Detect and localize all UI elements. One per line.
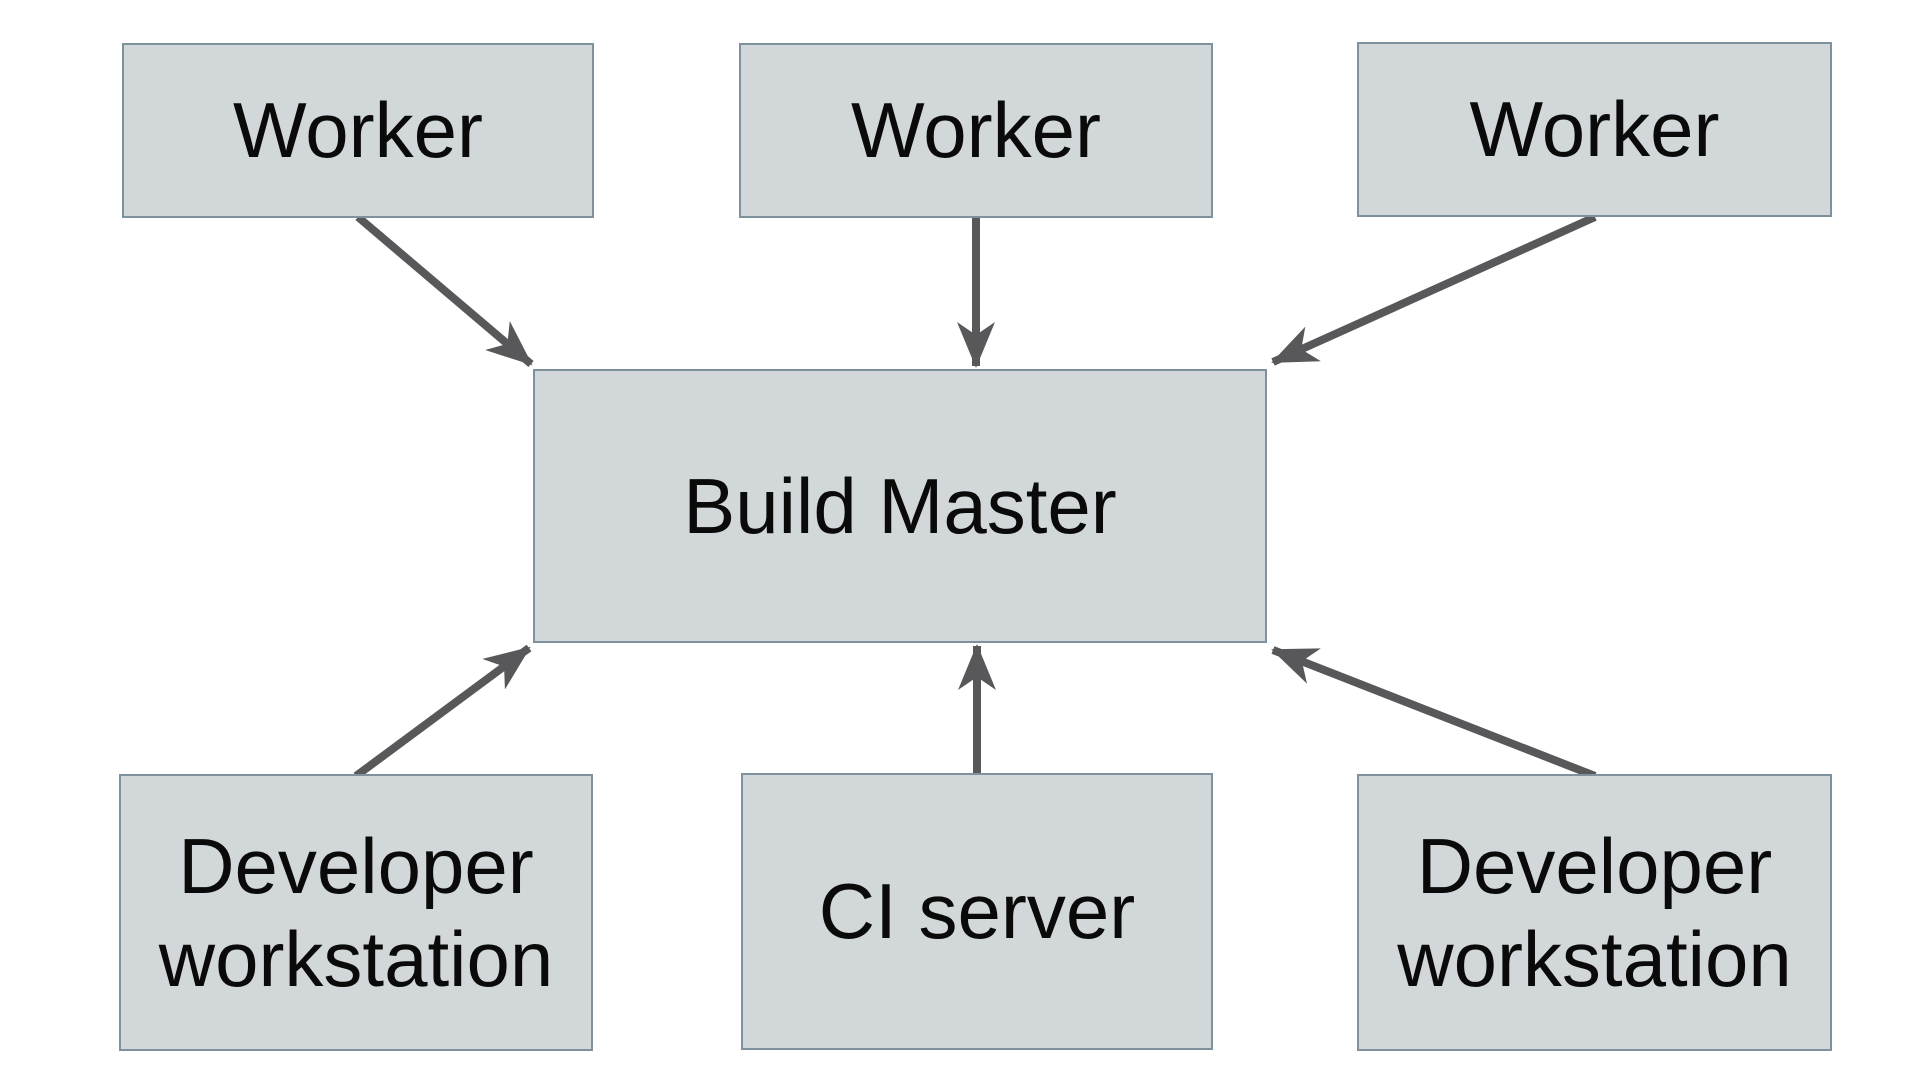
- edge-worker-1-to-build-master: [355, 213, 534, 368]
- node-developer-workstation-1-label: Developer workstation: [158, 821, 554, 1003]
- node-worker-1: Worker: [122, 43, 594, 218]
- node-developer-workstation-1: Developer workstation: [119, 774, 593, 1051]
- edge-developer-workstation-2-to-build-master: [1271, 646, 1597, 780]
- node-worker-1-label: Worker: [233, 86, 483, 175]
- node-worker-2: Worker: [739, 43, 1213, 218]
- node-worker-2-label: Worker: [851, 86, 1101, 175]
- node-build-master: Build Master: [533, 369, 1267, 643]
- node-worker-3: Worker: [1357, 42, 1832, 217]
- node-ci-server-label: CI server: [818, 867, 1136, 956]
- node-build-master-label: Build Master: [683, 461, 1117, 550]
- node-developer-workstation-2-label: Developer workstation: [1397, 821, 1792, 1003]
- node-worker-3-label: Worker: [1469, 85, 1720, 174]
- node-developer-workstation-2: Developer workstation: [1357, 774, 1832, 1051]
- node-ci-server: CI server: [741, 773, 1213, 1050]
- edge-worker-3-to-build-master: [1271, 213, 1597, 366]
- edge-developer-workstation-1-to-build-master: [353, 644, 532, 780]
